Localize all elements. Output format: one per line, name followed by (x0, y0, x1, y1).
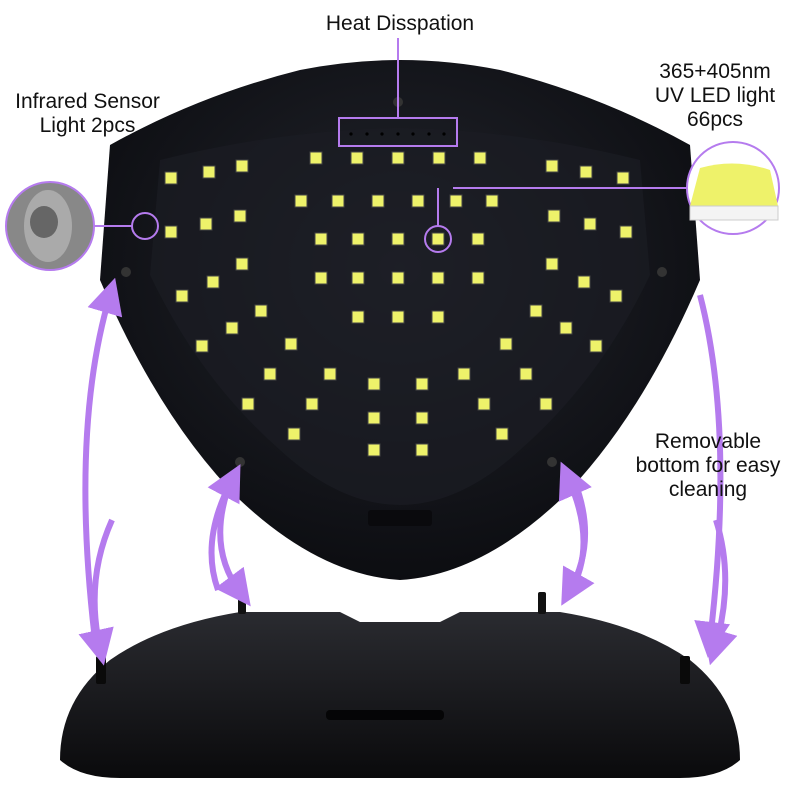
removable-line-1: Removable (654, 430, 762, 453)
uv-led-array (164, 151, 633, 457)
heat-dissipation-label: Heat Disspation (290, 12, 510, 36)
heat-vents (349, 132, 446, 136)
uv-line-2: UV LED light (654, 84, 776, 107)
removable-line-3: cleaning (668, 478, 748, 501)
uv-line-3: 66pcs (686, 108, 744, 131)
infrared-sensor-label: Infrared Sensor Light 2pcs (0, 90, 175, 138)
infrared-callout (5, 181, 159, 271)
removable-line-2: bottom for easy (635, 454, 781, 477)
uv-line-1: 365+405nm (659, 60, 771, 83)
uv-led-callout (424, 141, 780, 253)
heat-label-text: Heat Disspation (325, 12, 475, 35)
infrared-line-2: Light 2pcs (39, 114, 136, 137)
infrared-line-1: Infrared Sensor (15, 90, 160, 113)
removable-bottom-label: Removable bottom for easy cleaning (618, 430, 798, 502)
uv-led-label: 365+405nm UV LED light 66pcs (630, 60, 800, 132)
attach-arrows (78, 277, 738, 666)
heat-callout (338, 38, 458, 147)
removable-base (60, 592, 740, 778)
